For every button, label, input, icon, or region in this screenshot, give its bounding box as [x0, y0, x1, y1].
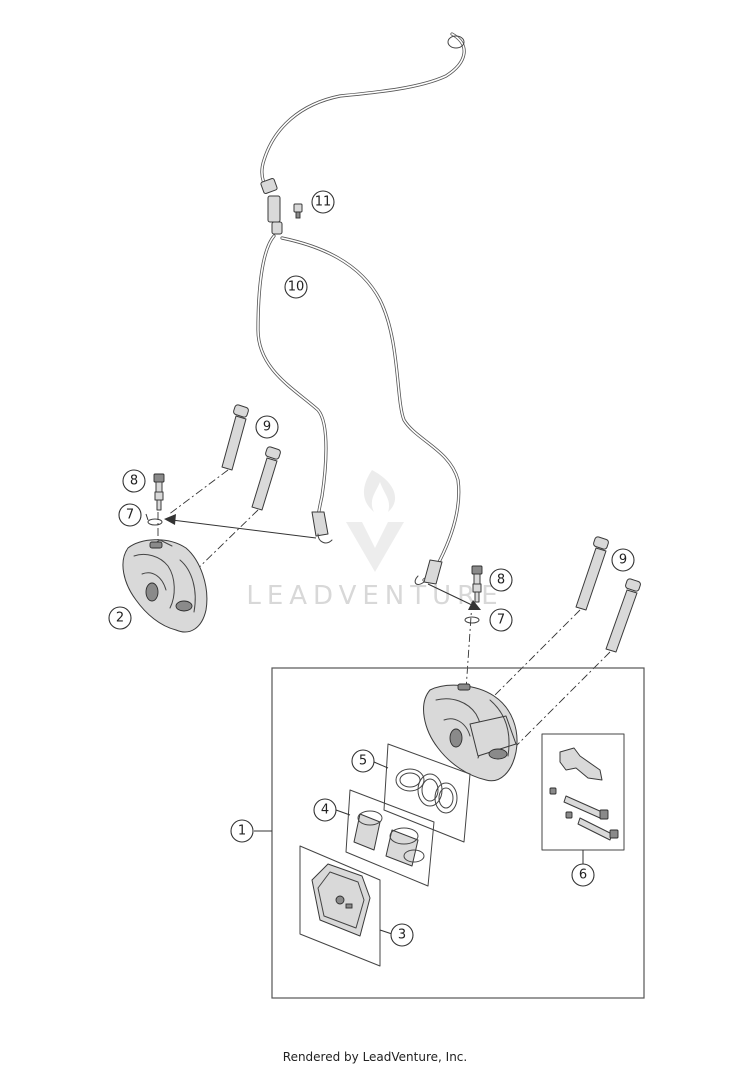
callout-7-right-label: 7: [497, 613, 505, 628]
callout-1: 1: [230, 819, 254, 843]
bleed-valve-11-icon: [293, 203, 303, 219]
pistons-4: [345, 789, 435, 887]
callout-9-left-label: 9: [263, 420, 271, 435]
brake-line-assembly: [256, 32, 466, 585]
callout-9-left: 9: [255, 415, 279, 439]
right-hose-arrow: [427, 583, 481, 610]
callout-4-label: 4: [321, 803, 329, 818]
callout-11-label: 11: [315, 195, 332, 210]
left-caliper-2: [122, 539, 208, 633]
callout-4: 4: [313, 798, 337, 822]
right-bleeder-8: [464, 565, 483, 691]
callout-3: 3: [390, 923, 414, 947]
brake-pads-3: [299, 845, 381, 967]
callout-leaders: [145, 513, 584, 935]
caliper-kit-frame: [271, 667, 645, 999]
callout-8-left: 8: [122, 469, 146, 493]
callout-6-label: 6: [579, 868, 587, 883]
callout-10: 10: [284, 275, 308, 299]
hose-junction-icon: [267, 195, 281, 223]
callout-1-label: 1: [238, 824, 246, 839]
watermark-text: LEADVENTURE: [246, 581, 503, 611]
callout-9-right: 9: [611, 548, 635, 572]
watermark-logo-icon: [346, 470, 404, 572]
footer-credit: Rendered by LeadVenture, Inc.: [282, 1050, 468, 1064]
callout-10-label: 10: [288, 280, 305, 295]
callout-7-right: 7: [489, 608, 513, 632]
callout-7-left-label: 7: [126, 508, 134, 523]
piston-seal-kit-5: [383, 743, 471, 843]
callout-8-right: 8: [489, 568, 513, 592]
callout-11: 11: [311, 190, 335, 214]
callout-7-left: 7: [118, 503, 142, 527]
right-caliper: [423, 683, 518, 782]
hardware-kit-6: [541, 733, 625, 851]
callout-8-left-label: 8: [130, 474, 138, 489]
callout-3-label: 3: [398, 928, 406, 943]
banjo-fitting-icon: [447, 35, 465, 49]
left-caliper-bolts: [167, 404, 281, 581]
callout-5: 5: [351, 749, 375, 773]
callout-8-right-label: 8: [497, 573, 505, 588]
watermark: LEADVENTURE: [246, 470, 503, 611]
callout-2: 2: [108, 606, 132, 630]
callout-5-label: 5: [359, 754, 367, 769]
callout-9-right-label: 9: [619, 553, 627, 568]
left-bleeder-8: [147, 473, 165, 540]
left-hose-arrow: [164, 514, 317, 539]
callout-2-label: 2: [116, 611, 124, 626]
callout-6: 6: [571, 863, 595, 887]
